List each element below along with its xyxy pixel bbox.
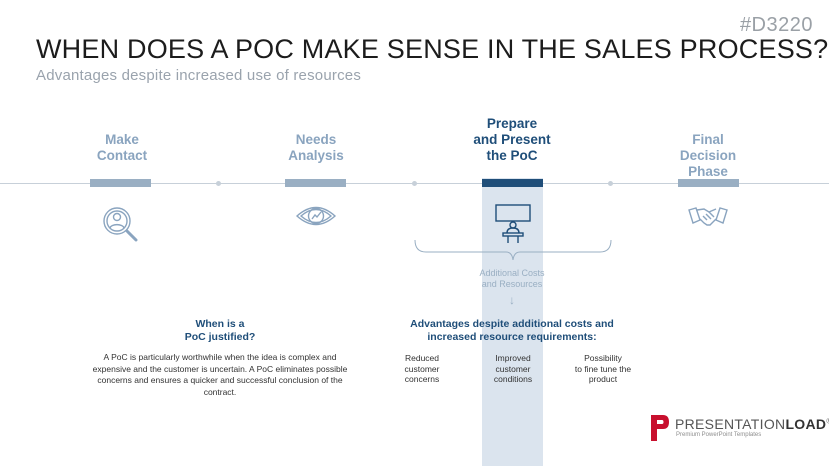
justified-paragraph: A PoC is particularly worthwhile when th… (92, 352, 348, 397)
logo-mark-icon (651, 415, 669, 441)
step-bar-needs-analysis (285, 179, 346, 187)
slide-code: #D3220 (739, 14, 813, 36)
eye-icon (294, 196, 338, 236)
timeline-dot (608, 181, 613, 186)
step-label-needs-analysis: Needs Analysis (288, 132, 344, 163)
active-step-highlight (482, 178, 543, 466)
step-bar-make-contact (90, 179, 151, 187)
timeline-dot (412, 181, 417, 186)
magnifier-person-icon (99, 204, 143, 244)
step-label-make-contact: Make Contact (96, 132, 148, 163)
step-label-prepare-present-poc: Prepare and Present the PoC (473, 116, 551, 163)
timeline-dot (216, 181, 221, 186)
step-bar-prepare-present-poc (482, 179, 543, 187)
advantages-heading: Advantages despite additional costs and … (410, 318, 614, 343)
presentationload-logo: PRESENTATIONLOAD® Premium PowerPoint Tem… (651, 415, 829, 445)
logo-tagline: Premium PowerPoint Templates (676, 432, 762, 438)
down-arrow-icon: ↓ (509, 293, 515, 307)
handshake-icon (686, 198, 730, 238)
slide-title: WHEN DOES A POC MAKE SENSE IN THE SALES … (36, 34, 829, 64)
additional-costs-label: Additional Costs and Resources (479, 268, 545, 289)
bracket (414, 238, 612, 268)
slide-subtitle: Advantages despite increased use of reso… (36, 67, 362, 84)
step-bar-final-decision (678, 179, 739, 187)
presenter-icon (491, 203, 535, 243)
step-label-final-decision: Final Decision Phase (679, 132, 737, 179)
logo-wordmark: PRESENTATIONLOAD® (675, 416, 829, 432)
justified-heading: When is a PoC justified? (184, 318, 256, 343)
advantage-item: Improved customer conditions (493, 353, 533, 384)
advantage-item: Possibility to fine tune the product (574, 353, 632, 384)
advantage-item: Reduced customer concerns (404, 353, 440, 384)
